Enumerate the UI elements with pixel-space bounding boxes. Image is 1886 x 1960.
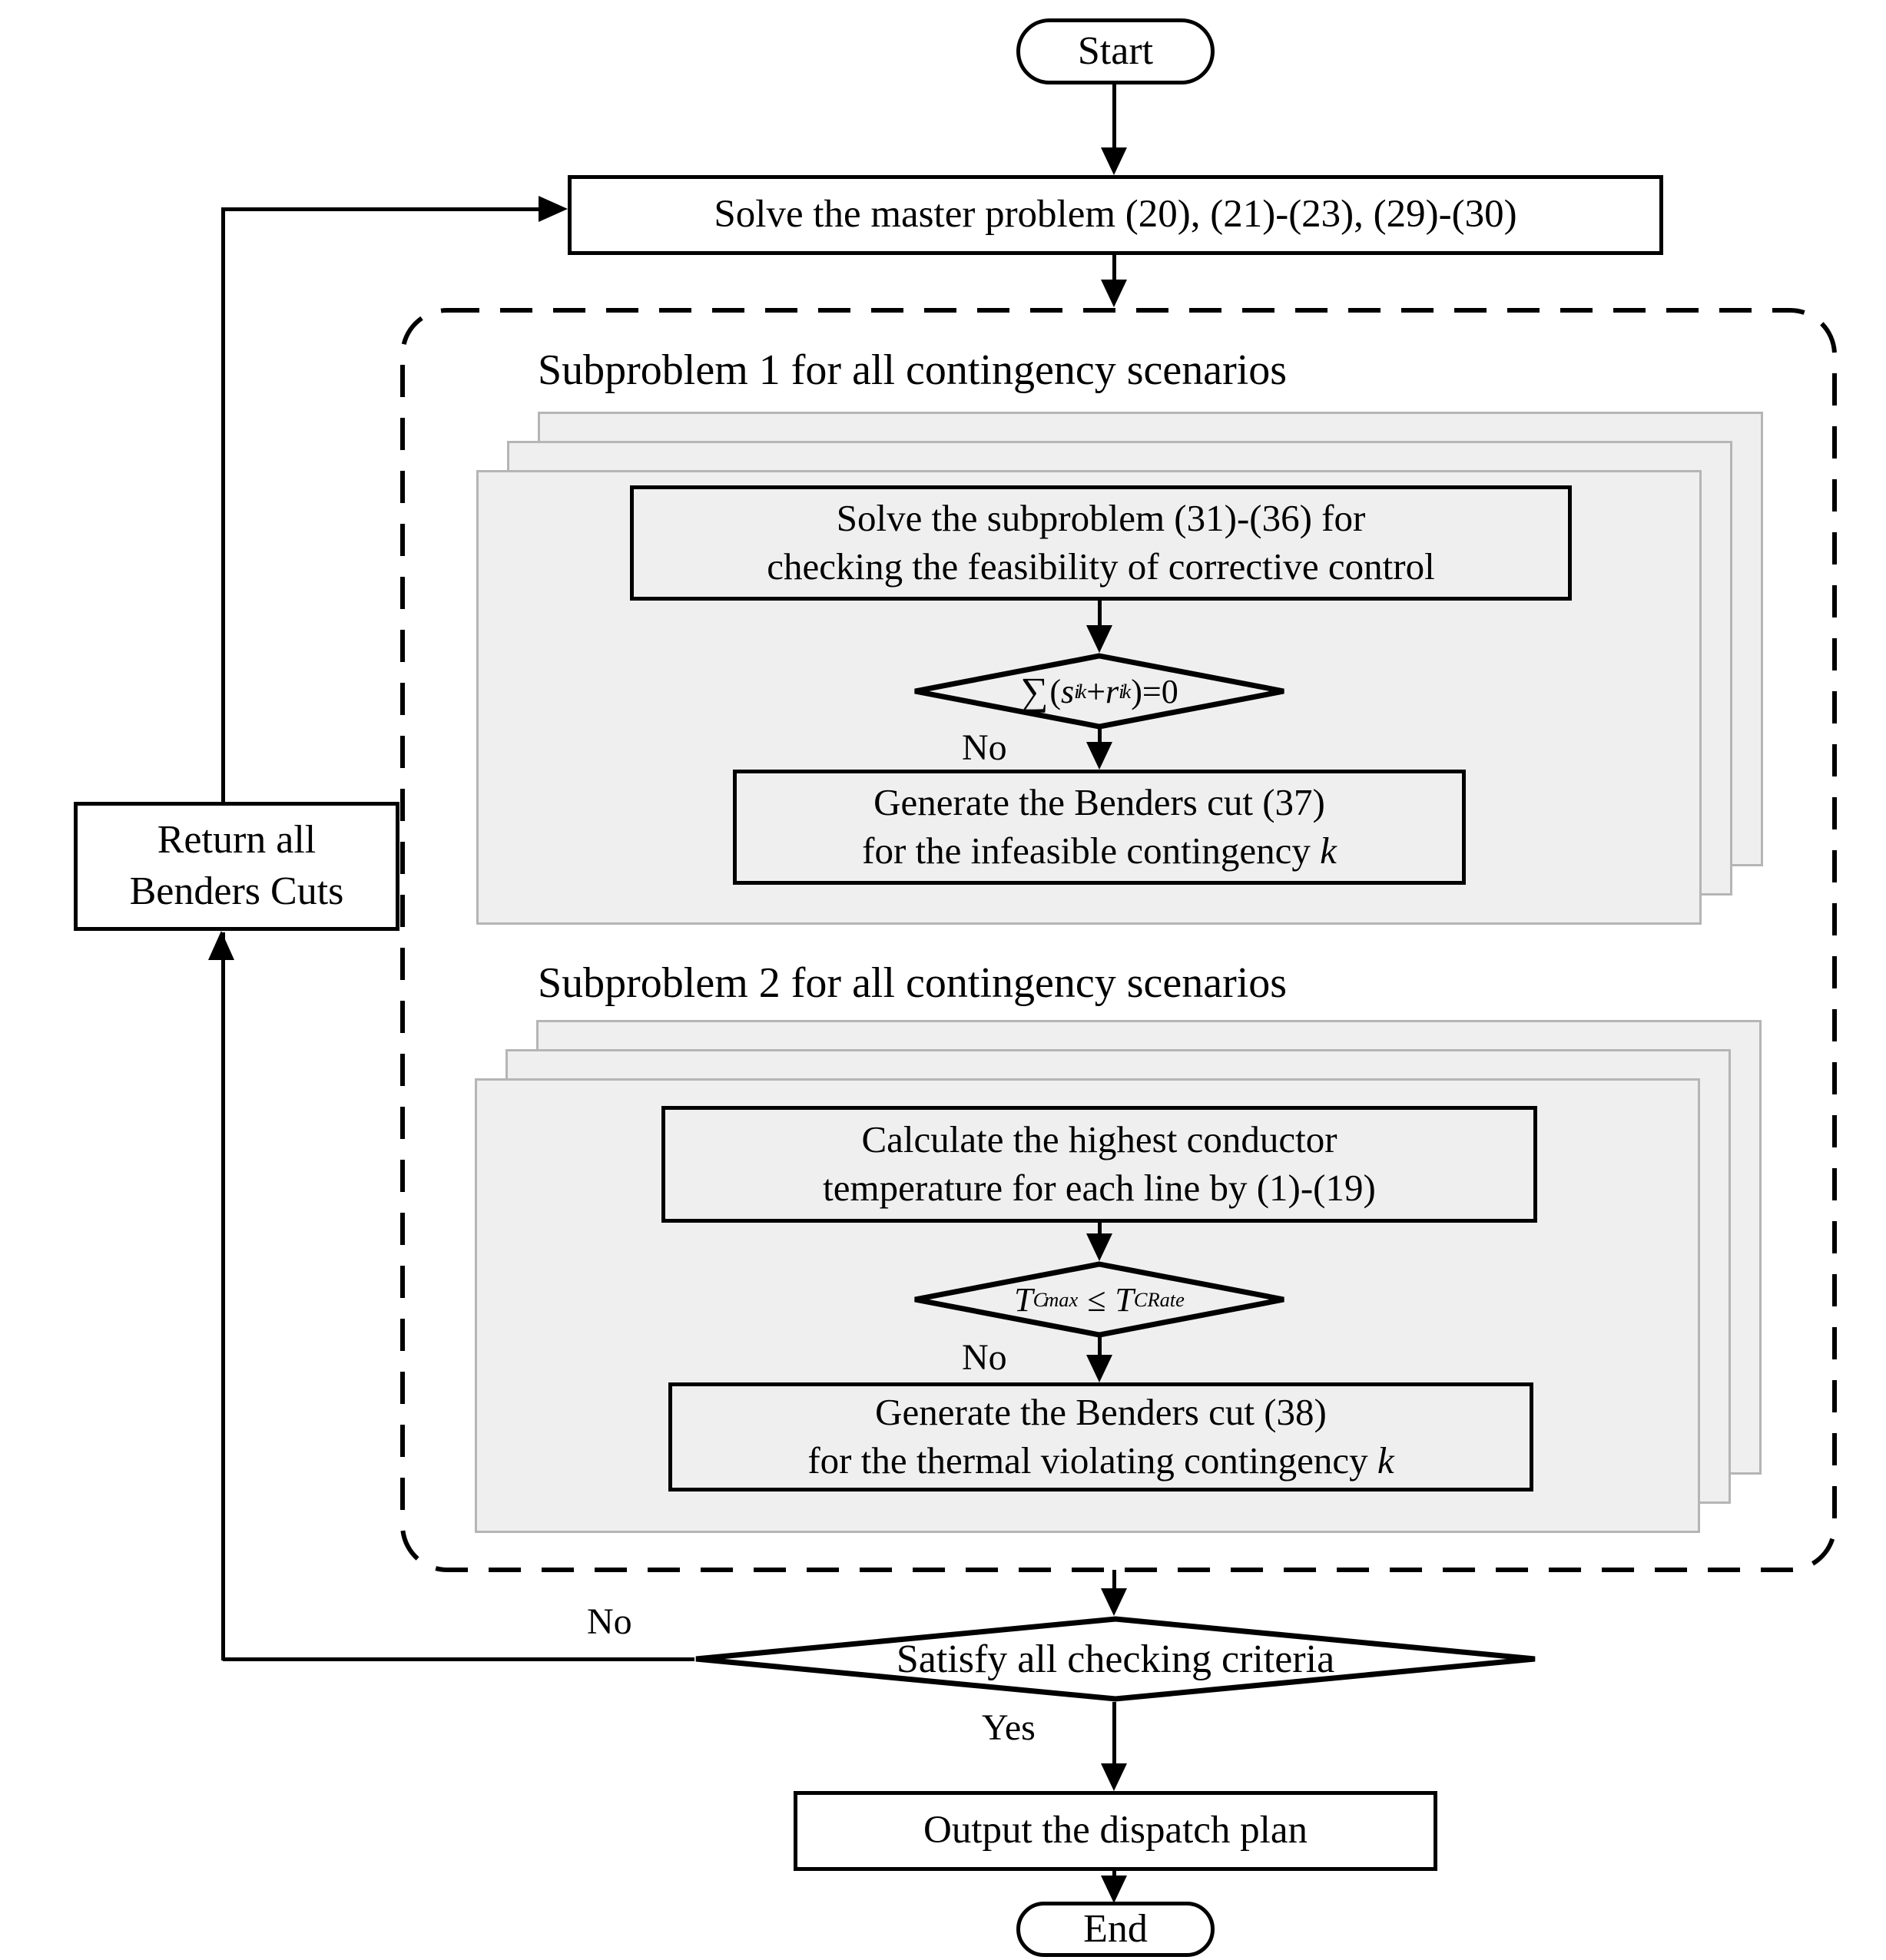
arrowhead-down-icon [1101,1763,1127,1791]
connector-master-to-loop [1112,255,1116,280]
arrowhead-up-icon [208,931,234,960]
master-problem-box: Solve the master problem (20), (21)-(23)… [568,175,1663,255]
no-label-decision1: No [962,727,1007,768]
benders-cut-38-line1: Generate the Benders cut (38) [875,1391,1327,1434]
connector-decision1-to-cut37 [1098,728,1102,743]
benders-cut-38-line2: for the thermal violating contingency k [807,1439,1394,1482]
start-node: Start [1016,18,1215,84]
connector-loop-to-final-decision [1112,1570,1116,1591]
yes-label-final: Yes [982,1707,1036,1748]
arrowhead-down-icon [1086,1355,1112,1382]
return-benders-line1: Return all [157,818,317,862]
arrowhead-right-icon [539,196,568,222]
start-label: Start [1077,28,1154,73]
benders-cut-38-box: Generate the Benders cut (38) for the th… [668,1382,1533,1492]
calculate-temperature-line1: Calculate the highest conductor [861,1118,1337,1161]
subproblem2-title: Subproblem 2 for all contingency scenari… [538,959,1288,1007]
end-node: End [1016,1902,1215,1957]
benders-cut-37-line2: for the infeasible contingency k [862,829,1337,872]
calculate-temperature-line2: temperature for each line by (1)-(19) [823,1167,1376,1209]
final-decision-diamond: Satisfy all checking criteria [693,1616,1538,1702]
connector-final-to-output [1112,1702,1116,1765]
no-label-decision2: No [962,1337,1007,1378]
master-problem-label: Solve the master problem (20), (21)-(23)… [714,193,1517,237]
end-label: End [1083,1906,1148,1951]
output-dispatch-label: Output the dispatch plan [923,1809,1308,1852]
return-benders-cuts-box: Return all Benders Cuts [74,802,399,931]
solve-subproblem-box: Solve the subproblem (31)-(36) for check… [630,485,1572,601]
arrowhead-down-icon [1101,147,1127,175]
benders-cut-37-line1: Generate the Benders cut (37) [873,781,1325,824]
diamond-shape [914,1261,1284,1338]
solve-subproblem-line1: Solve the subproblem (31)-(36) for [836,497,1366,540]
no-label-final: No [587,1601,632,1642]
subproblem1-title: Subproblem 1 for all contingency scenari… [538,346,1288,394]
feedback-line-vertical-lower [221,932,225,1660]
output-dispatch-plan-box: Output the dispatch plan [794,1791,1437,1871]
arrowhead-down-icon [1101,280,1127,307]
benders-cut-37-box: Generate the Benders cut (37) for the in… [733,770,1466,885]
feedback-line-horizontal-top [221,207,540,211]
feedback-line-vertical-upper [221,209,225,802]
return-benders-line2: Benders Cuts [129,869,344,913]
connector-solve-to-decision1 [1098,601,1102,627]
arrowhead-down-icon [1086,1233,1112,1261]
connector-calc-to-decision2 [1098,1223,1102,1237]
contingency-k-var: k [1320,829,1337,872]
connector-output-to-end [1112,1871,1116,1879]
diamond-shape [914,653,1284,730]
solve-subproblem-line2: checking the feasibility of corrective c… [767,545,1435,588]
feedback-line-horizontal-bottom [223,1657,694,1661]
contingency-k-var: k [1377,1439,1394,1482]
diamond-shape [695,1616,1536,1702]
final-decision-label: Satisfy all checking criteria [896,1637,1335,1681]
arrowhead-down-icon [1101,1588,1127,1616]
arrowhead-down-icon [1086,625,1112,653]
arrowhead-down-icon [1101,1876,1127,1903]
arrowhead-down-icon [1086,742,1112,770]
calculate-temperature-box: Calculate the highest conductor temperat… [661,1106,1537,1223]
connector-decision2-to-cut38 [1098,1336,1102,1356]
connector-start-to-master [1112,84,1116,147]
